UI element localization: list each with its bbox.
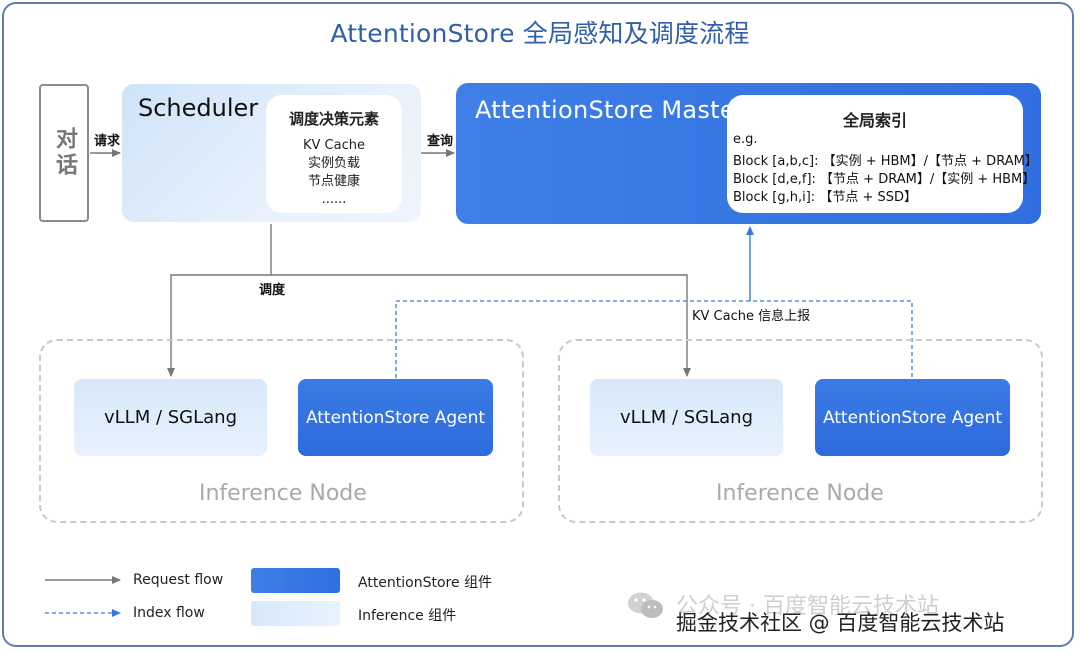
scheduling-elements-title: 调度决策元素: [288, 110, 379, 128]
master-box: AttentionStore Master 全局索引 e.g. Block [a…: [456, 83, 1041, 224]
schedule-line: [167, 224, 272, 377]
legend-inference-swatch: [251, 601, 340, 626]
schedule-line-right: [271, 274, 691, 377]
scheduling-item: 实例负载: [307, 156, 360, 171]
legend-index-flow: Index flow: [133, 605, 205, 621]
global-index-panel: 全局索引 e.g. Block [a,b,c]: 【实例 + HBM】/【节点 …: [727, 95, 1038, 213]
index-row: Block [a,b,c]: 【实例 + HBM】/【节点 + DRAM】: [733, 154, 1038, 169]
vllm-sglang-box: vLLM / SGLang: [74, 379, 267, 456]
scheduler-title: Scheduler: [138, 94, 259, 122]
attentionstore-agent-box: AttentionStore Agent: [298, 379, 493, 456]
inference-node-label: Inference Node: [199, 481, 367, 506]
legend-attentionstore-swatch: [251, 568, 340, 593]
wechat-icon: [628, 592, 663, 618]
watermark-faint-text: 公众号 · 百度智能云技术站: [676, 594, 939, 619]
chat-box: 对话: [39, 84, 89, 222]
global-index-title: 全局索引: [842, 111, 907, 130]
index-row: e.g.: [733, 132, 758, 147]
index-row: Block [d,e,f]: 【节点 + DRAM】/【实例 + HBM】: [733, 172, 1036, 187]
legend-inference-component: Inference 组件: [358, 608, 457, 624]
chat-label: 对话: [52, 127, 77, 179]
inference-node-label: Inference Node: [716, 481, 884, 506]
master-title: AttentionStore Master: [475, 96, 746, 124]
diagram-title: AttentionStore 全局感知及调度流程: [330, 19, 750, 48]
inference-node: [39, 339, 524, 523]
attentionstore-agent-box: AttentionStore Agent: [815, 379, 1010, 456]
index-row: Block [g,h,i]: 【节点 + SSD】: [733, 190, 917, 205]
scheduling-item: ......: [321, 192, 347, 207]
scheduling-item: KV Cache: [303, 138, 365, 153]
vllm-sglang-box: vLLM / SGLang: [590, 379, 783, 456]
query-label: 查询: [427, 134, 454, 149]
request-label: 请求: [94, 134, 121, 149]
inference-node: [558, 339, 1043, 523]
scheduler-box: Scheduler 调度决策元素 KV Cache 实例负载 节点健康 ....…: [122, 84, 421, 222]
scheduling-elements-panel: 调度决策元素 KV Cache 实例负载 节点健康 ......: [266, 95, 402, 213]
watermark-text: 掘金技术社区 @ 百度智能云技术站: [676, 611, 1005, 635]
legend-attentionstore-component: AttentionStore 组件: [358, 575, 493, 591]
report-label: KV Cache 信息上报: [692, 309, 811, 324]
scheduling-item: 节点健康: [307, 174, 360, 189]
schedule-label: 调度: [259, 283, 286, 298]
legend-request-flow: Request flow: [133, 572, 224, 588]
